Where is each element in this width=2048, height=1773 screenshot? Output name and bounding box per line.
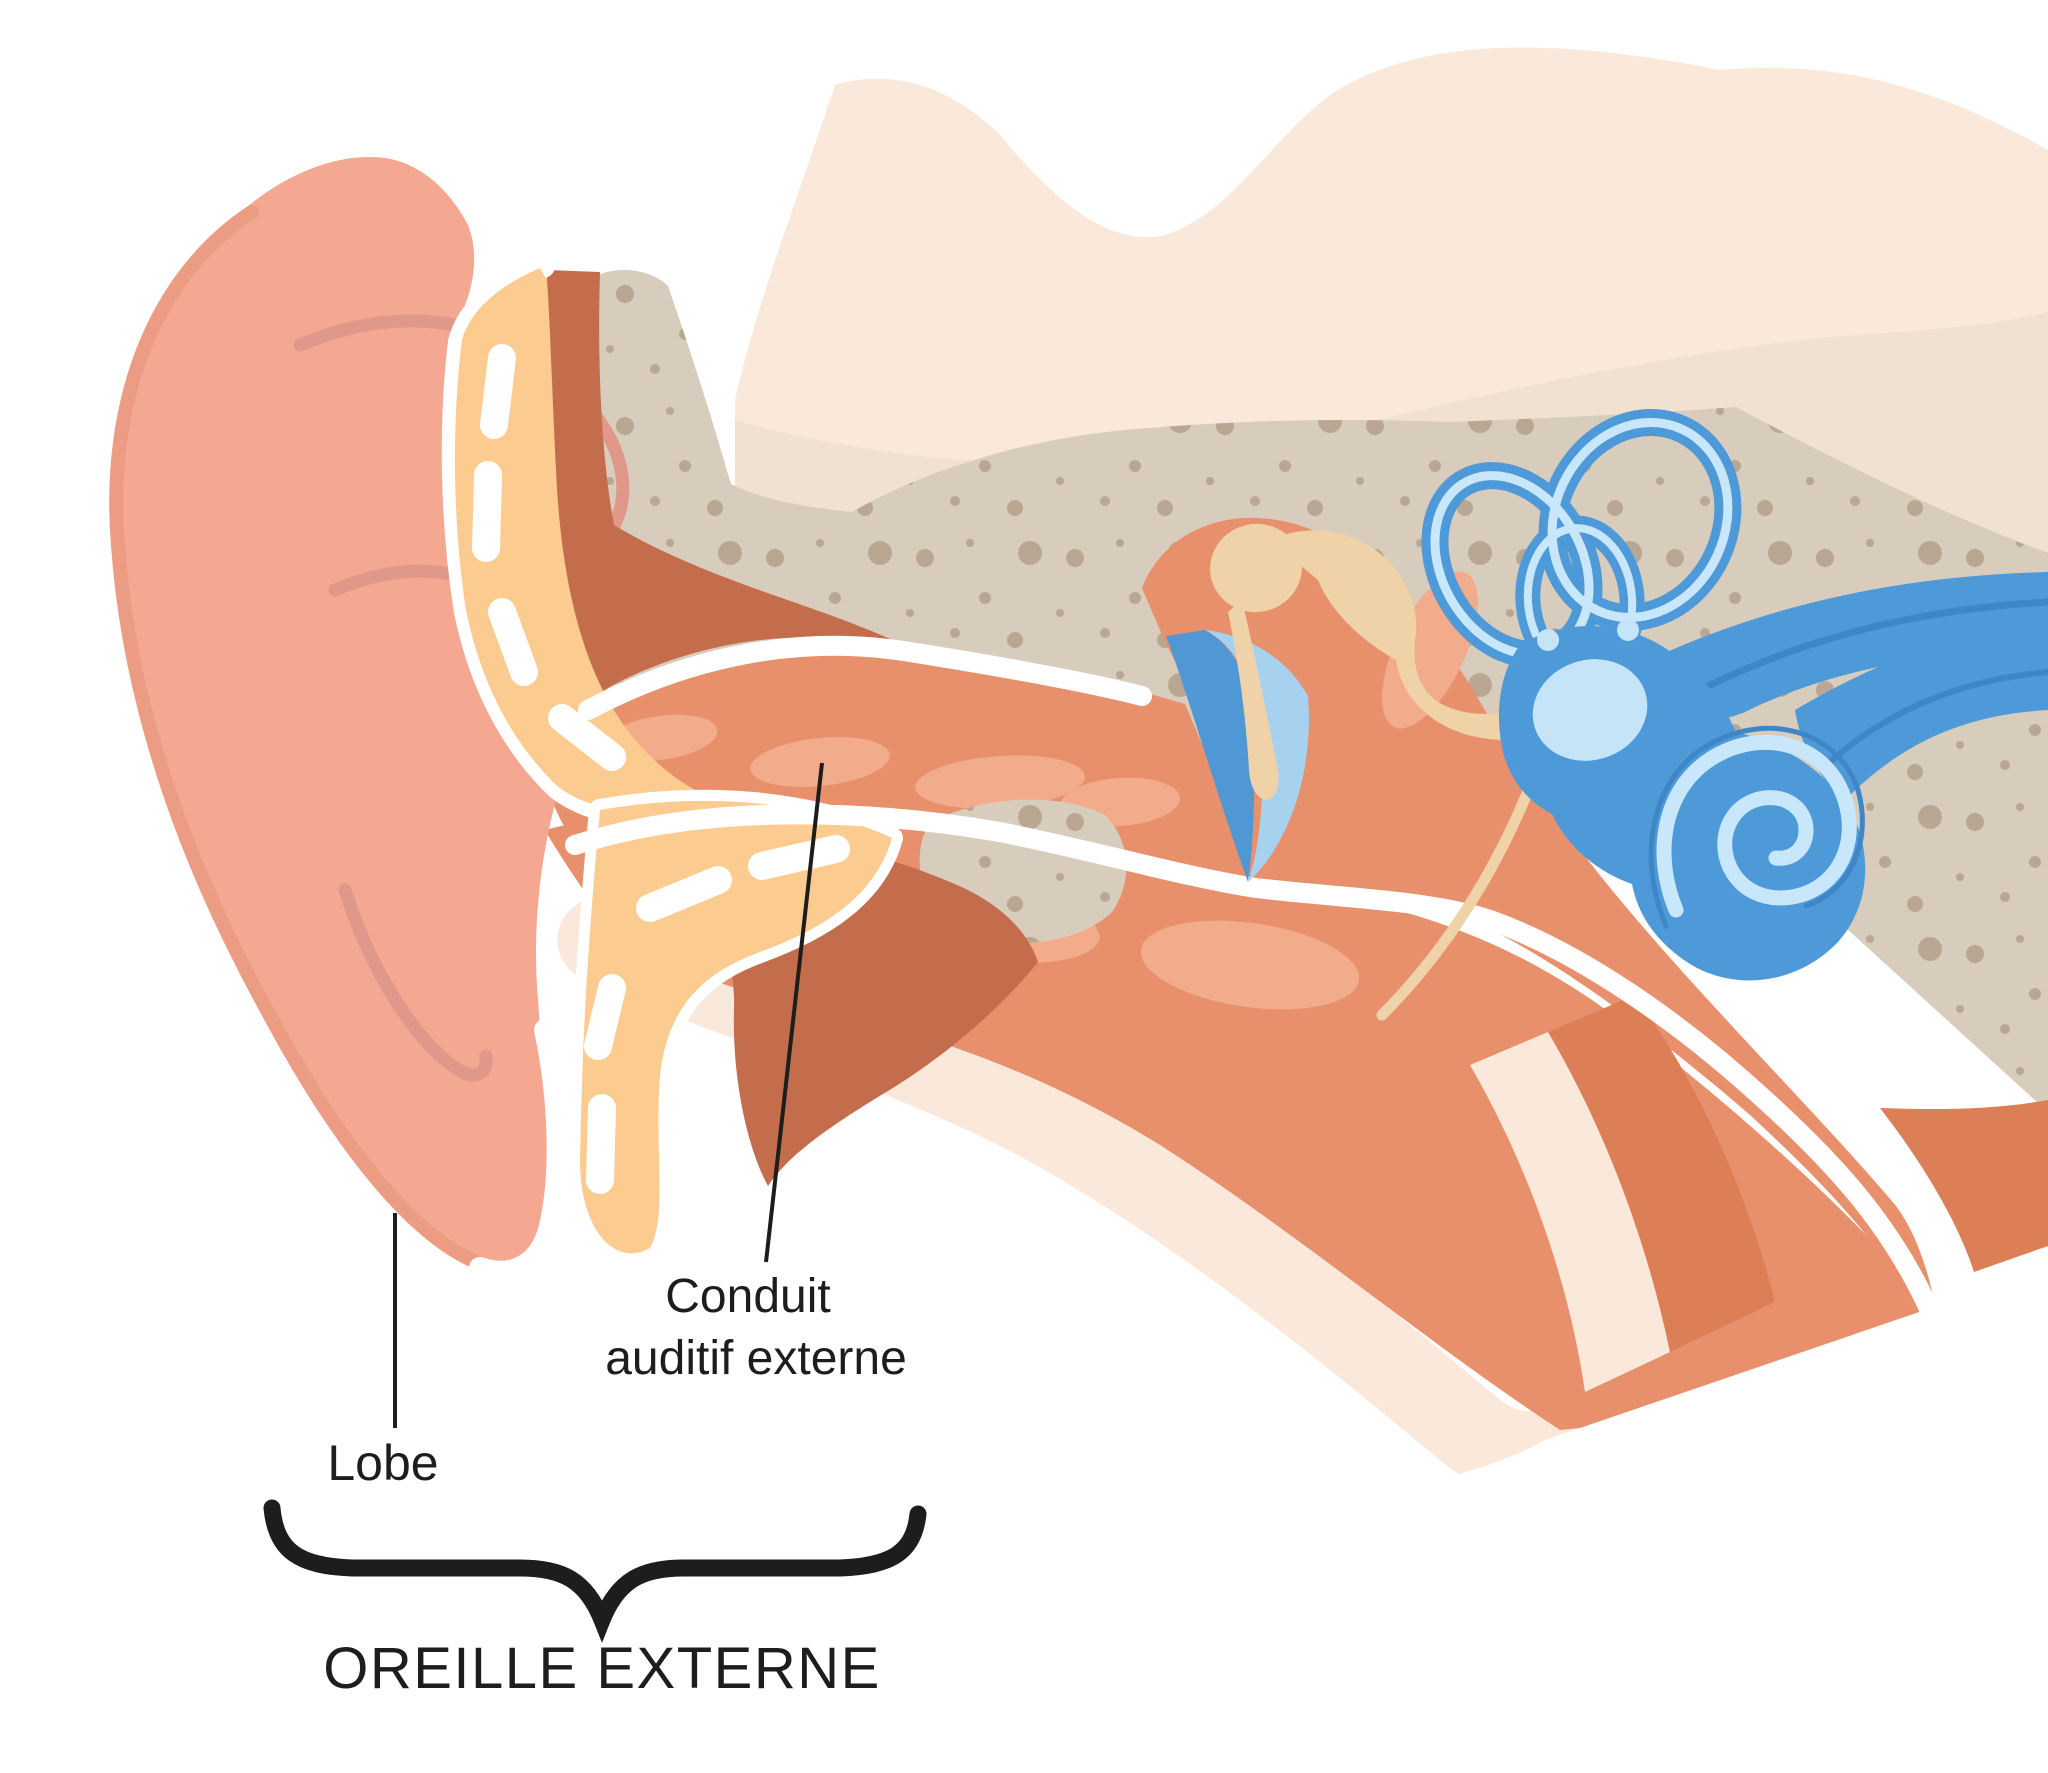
tube-deep-band xyxy=(1548,995,1775,1352)
brace-oreille-externe xyxy=(263,1499,927,1643)
canal-bottom-white-line xyxy=(565,804,1948,1340)
cartilage-dashes xyxy=(472,344,850,1194)
canal-wall-upper xyxy=(546,270,912,705)
ampulla xyxy=(1617,619,1639,641)
ear-cartilage xyxy=(441,254,903,1265)
canal-light-patch xyxy=(750,737,890,787)
auditory-nerve-lower xyxy=(1795,618,2048,800)
ampulla xyxy=(1537,629,1559,651)
tube-cream-band xyxy=(1470,1032,1670,1392)
cochlea-spiral-dark xyxy=(1648,725,1865,929)
tube-deep-band-right xyxy=(1880,1100,2048,1272)
label-oreille-externe: OREILLE EXTERNE xyxy=(323,1636,881,1701)
malleus-handle xyxy=(1228,600,1279,800)
annotations: Conduit auditif externe Lobe OREILLE EXT… xyxy=(263,762,927,1701)
canal-top-white-line xyxy=(578,635,1152,720)
leader-line-conduit xyxy=(764,762,824,1263)
pinna-crease-lobe xyxy=(338,883,493,1082)
eardrum xyxy=(1166,630,1309,882)
lower-mass-light-patch xyxy=(1140,920,1360,1010)
vestibule xyxy=(1532,659,1648,761)
pinna-edge-shade xyxy=(109,205,483,1269)
canal-light-patch xyxy=(915,755,1085,809)
nerve-stripe-lower xyxy=(1827,669,2048,765)
nerve-stripe-upper xyxy=(1696,598,2048,694)
cochlea-spiral-light xyxy=(1656,734,1857,918)
label-conduit-line1: Conduit xyxy=(665,1270,830,1323)
bottom-right-cutoff xyxy=(1400,1268,2048,1773)
pinna-outline-lobe xyxy=(469,1019,569,1283)
incus-and-stapes xyxy=(1270,530,1554,740)
middle-ear-and-tube xyxy=(1142,517,1940,1340)
cartilage-upper-outline xyxy=(441,254,680,827)
eardrum-light xyxy=(1205,630,1309,882)
label-conduit-line2: auditif externe xyxy=(605,1332,907,1385)
inner-ear xyxy=(1421,409,2048,981)
label-lobe: Lobe xyxy=(327,1435,438,1491)
eardrum-dark xyxy=(1166,630,1255,882)
